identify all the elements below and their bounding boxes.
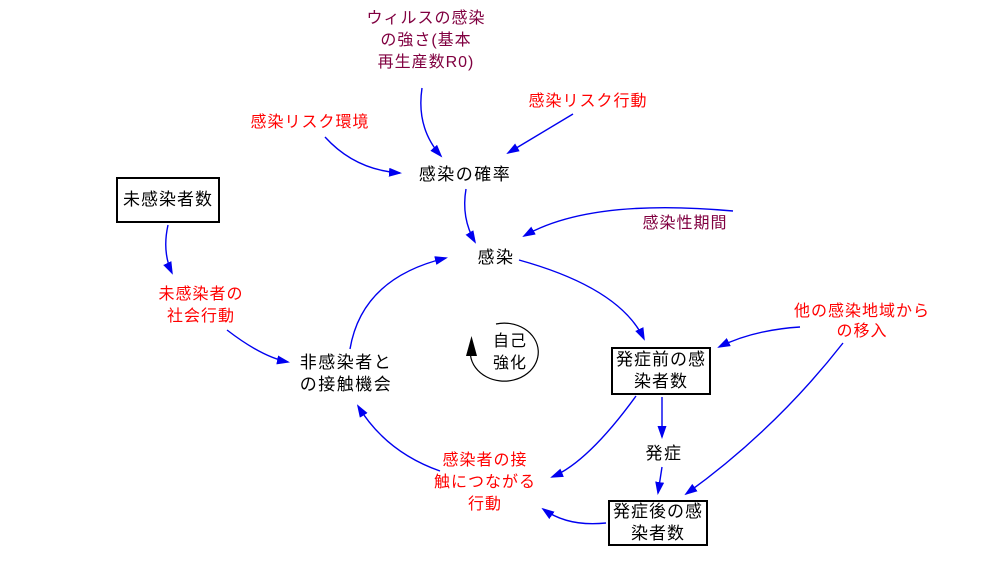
self-reinforcing-label: 自己 強化 bbox=[493, 331, 527, 375]
node-risk-behavior: 感染リスク行動 bbox=[528, 93, 648, 110]
node-virus-strength-line1: ウィルスの感染 bbox=[366, 10, 486, 27]
stock-box-pre-onset-count: 発症前の感 染者数 bbox=[611, 347, 711, 395]
arrow-uninfected-count-to-social-behavior bbox=[163, 224, 173, 275]
arrow-risk-environment-to-probability bbox=[324, 136, 402, 177]
node-virus-strength-line3: 再生産数R0) bbox=[377, 54, 475, 71]
node-uninfected-social-behavior-line2: 社会行動 bbox=[166, 308, 236, 325]
self-reinforcing-label-line2: 強化 bbox=[492, 355, 528, 372]
node-risk-environment: 感染リスク環境 bbox=[250, 114, 370, 131]
arrow-onset-to-post-onset bbox=[655, 466, 665, 495]
self-reinforcing-loop-arc bbox=[469, 322, 539, 382]
node-infection: 感染 bbox=[477, 248, 515, 267]
stock-box-pre-onset-line2: 染者数 bbox=[634, 372, 688, 391]
node-contact-opportunity-line2: の接触機会 bbox=[299, 375, 393, 394]
stock-box-post-onset-line1: 発症後の感 bbox=[613, 502, 703, 521]
self-reinforcing-label-line1: 自己 bbox=[492, 333, 528, 350]
arrow-contact-opportunity-to-infection bbox=[349, 256, 448, 350]
arrow-probability-to-infection bbox=[463, 188, 477, 244]
arrow-pre-onset-to-contact-behavior bbox=[550, 395, 637, 478]
node-contact-opportunity-line1: 非感染者と bbox=[299, 353, 393, 372]
arrow-import-to-post-onset bbox=[684, 342, 844, 496]
arrow-social-behavior-to-contact-opportunity bbox=[226, 329, 290, 365]
arrow-post-onset-to-contact-behavior bbox=[541, 507, 607, 525]
node-infected-contact-behavior-line1: 感染者の接 bbox=[442, 452, 528, 469]
arrow-contact-behavior-to-contact-opportunity bbox=[356, 404, 441, 472]
node-import-line1: 他の感染地域から bbox=[793, 303, 931, 320]
node-contact-opportunity: 非感染者と の接触機会 bbox=[300, 352, 393, 396]
stock-box-post-onset-line2: 染者数 bbox=[631, 524, 685, 543]
node-uninfected-social-behavior: 未感染者の 社会行動 bbox=[158, 284, 243, 328]
stock-box-pre-onset-line1: 発症前の感 bbox=[616, 350, 706, 369]
node-infection-probability: 感染の確率 bbox=[418, 165, 512, 184]
stock-box-uninfected-count-label: 未感染者数 bbox=[123, 190, 213, 209]
node-infectious-period: 感染性期間 bbox=[642, 215, 728, 232]
node-uninfected-social-behavior-line1: 未感染者の bbox=[158, 286, 244, 303]
stock-box-uninfected-count: 未感染者数 bbox=[116, 177, 220, 223]
node-infected-contact-behavior-line3: 行動 bbox=[467, 496, 503, 513]
self-reinforcing-loop-arrowhead-icon bbox=[466, 336, 477, 356]
node-onset: 発症 bbox=[645, 444, 683, 463]
node-virus-strength: ウィルスの感染 の強さ(基本 再生産数R0) bbox=[366, 8, 485, 74]
node-import-from-other-regions: 他の感染地域から の移入 bbox=[794, 302, 930, 342]
stock-box-post-onset-count: 発症後の感 染者数 bbox=[608, 500, 708, 546]
arrow-risk-behavior-to-probability bbox=[506, 113, 574, 155]
node-virus-strength-line2: の強さ(基本 bbox=[380, 32, 472, 49]
node-infected-contact-behavior: 感染者の接 触につながる 行動 bbox=[434, 450, 536, 516]
node-infected-contact-behavior-line2: 触につながる bbox=[433, 474, 537, 491]
arrow-infection-to-pre-onset bbox=[518, 259, 645, 341]
arrow-virus-strength-to-probability bbox=[420, 87, 443, 158]
arrow-infectious-period-to-infection bbox=[522, 206, 734, 237]
node-import-line2: の移入 bbox=[836, 323, 888, 340]
arrow-import-to-pre-onset bbox=[717, 326, 801, 348]
